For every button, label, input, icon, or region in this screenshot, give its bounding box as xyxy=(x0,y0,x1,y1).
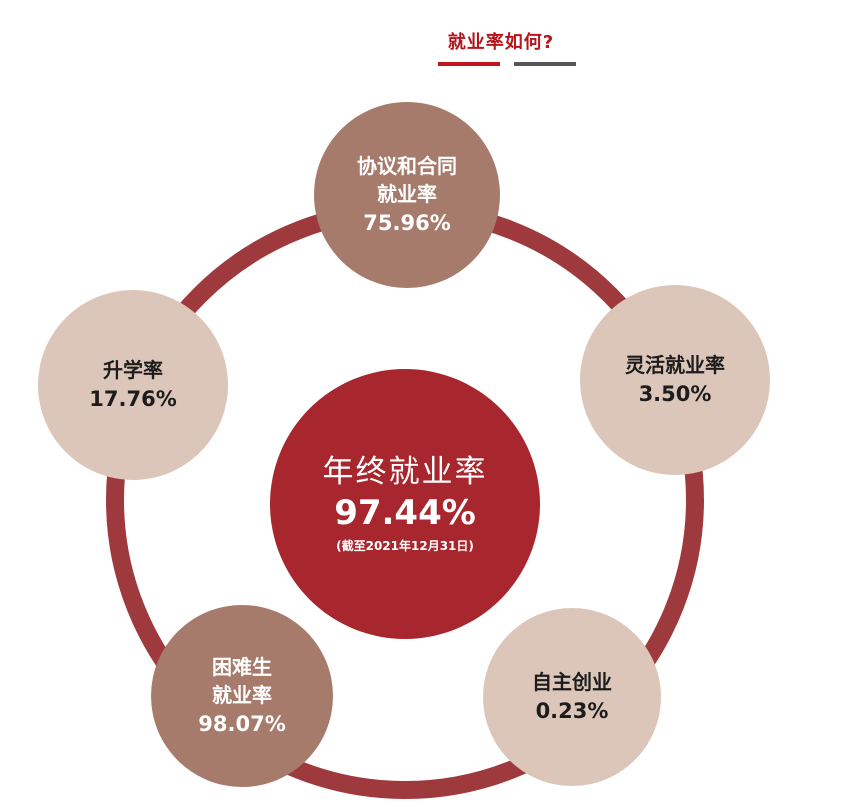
further-study-circle: 升学率 17.76% xyxy=(38,290,228,480)
overall-employment-rate-circle: 年终就业率 97.44% (截至2021年12月31日) xyxy=(270,369,540,639)
contract-employment-label-1: 协议和合同 xyxy=(357,154,457,178)
title-underline-red xyxy=(438,62,500,66)
overall-employment-value: 97.44% xyxy=(334,493,476,533)
overall-employment-date-note: (截至2021年12月31日) xyxy=(336,539,474,553)
title-underline-gray xyxy=(514,62,576,66)
further-study-value: 17.76% xyxy=(89,387,177,411)
entrepreneurship-value: 0.23% xyxy=(535,699,609,723)
needy-student-label-2: 就业率 xyxy=(212,683,272,707)
further-study-label: 升学率 xyxy=(103,358,163,382)
flexible-employment-label: 灵活就业率 xyxy=(625,353,725,377)
entrepreneurship-label: 自主创业 xyxy=(532,670,612,694)
flexible-employment-value: 3.50% xyxy=(638,382,712,406)
flexible-employment-circle: 灵活就业率 3.50% xyxy=(580,285,770,475)
overall-employment-label: 年终就业率 xyxy=(322,454,488,490)
page-title: 就业率如何? xyxy=(447,32,555,53)
contract-employment-value: 75.96% xyxy=(363,211,451,235)
contract-employment-label-2: 就业率 xyxy=(377,182,437,206)
entrepreneurship-circle: 自主创业 0.23% xyxy=(483,608,661,786)
needy-student-value: 98.07% xyxy=(198,712,286,736)
contract-employment-circle: 协议和合同 就业率 75.96% xyxy=(314,102,500,288)
needy-student-employment-circle: 困难生 就业率 98.07% xyxy=(151,605,333,787)
needy-student-label-1: 困难生 xyxy=(212,655,272,679)
